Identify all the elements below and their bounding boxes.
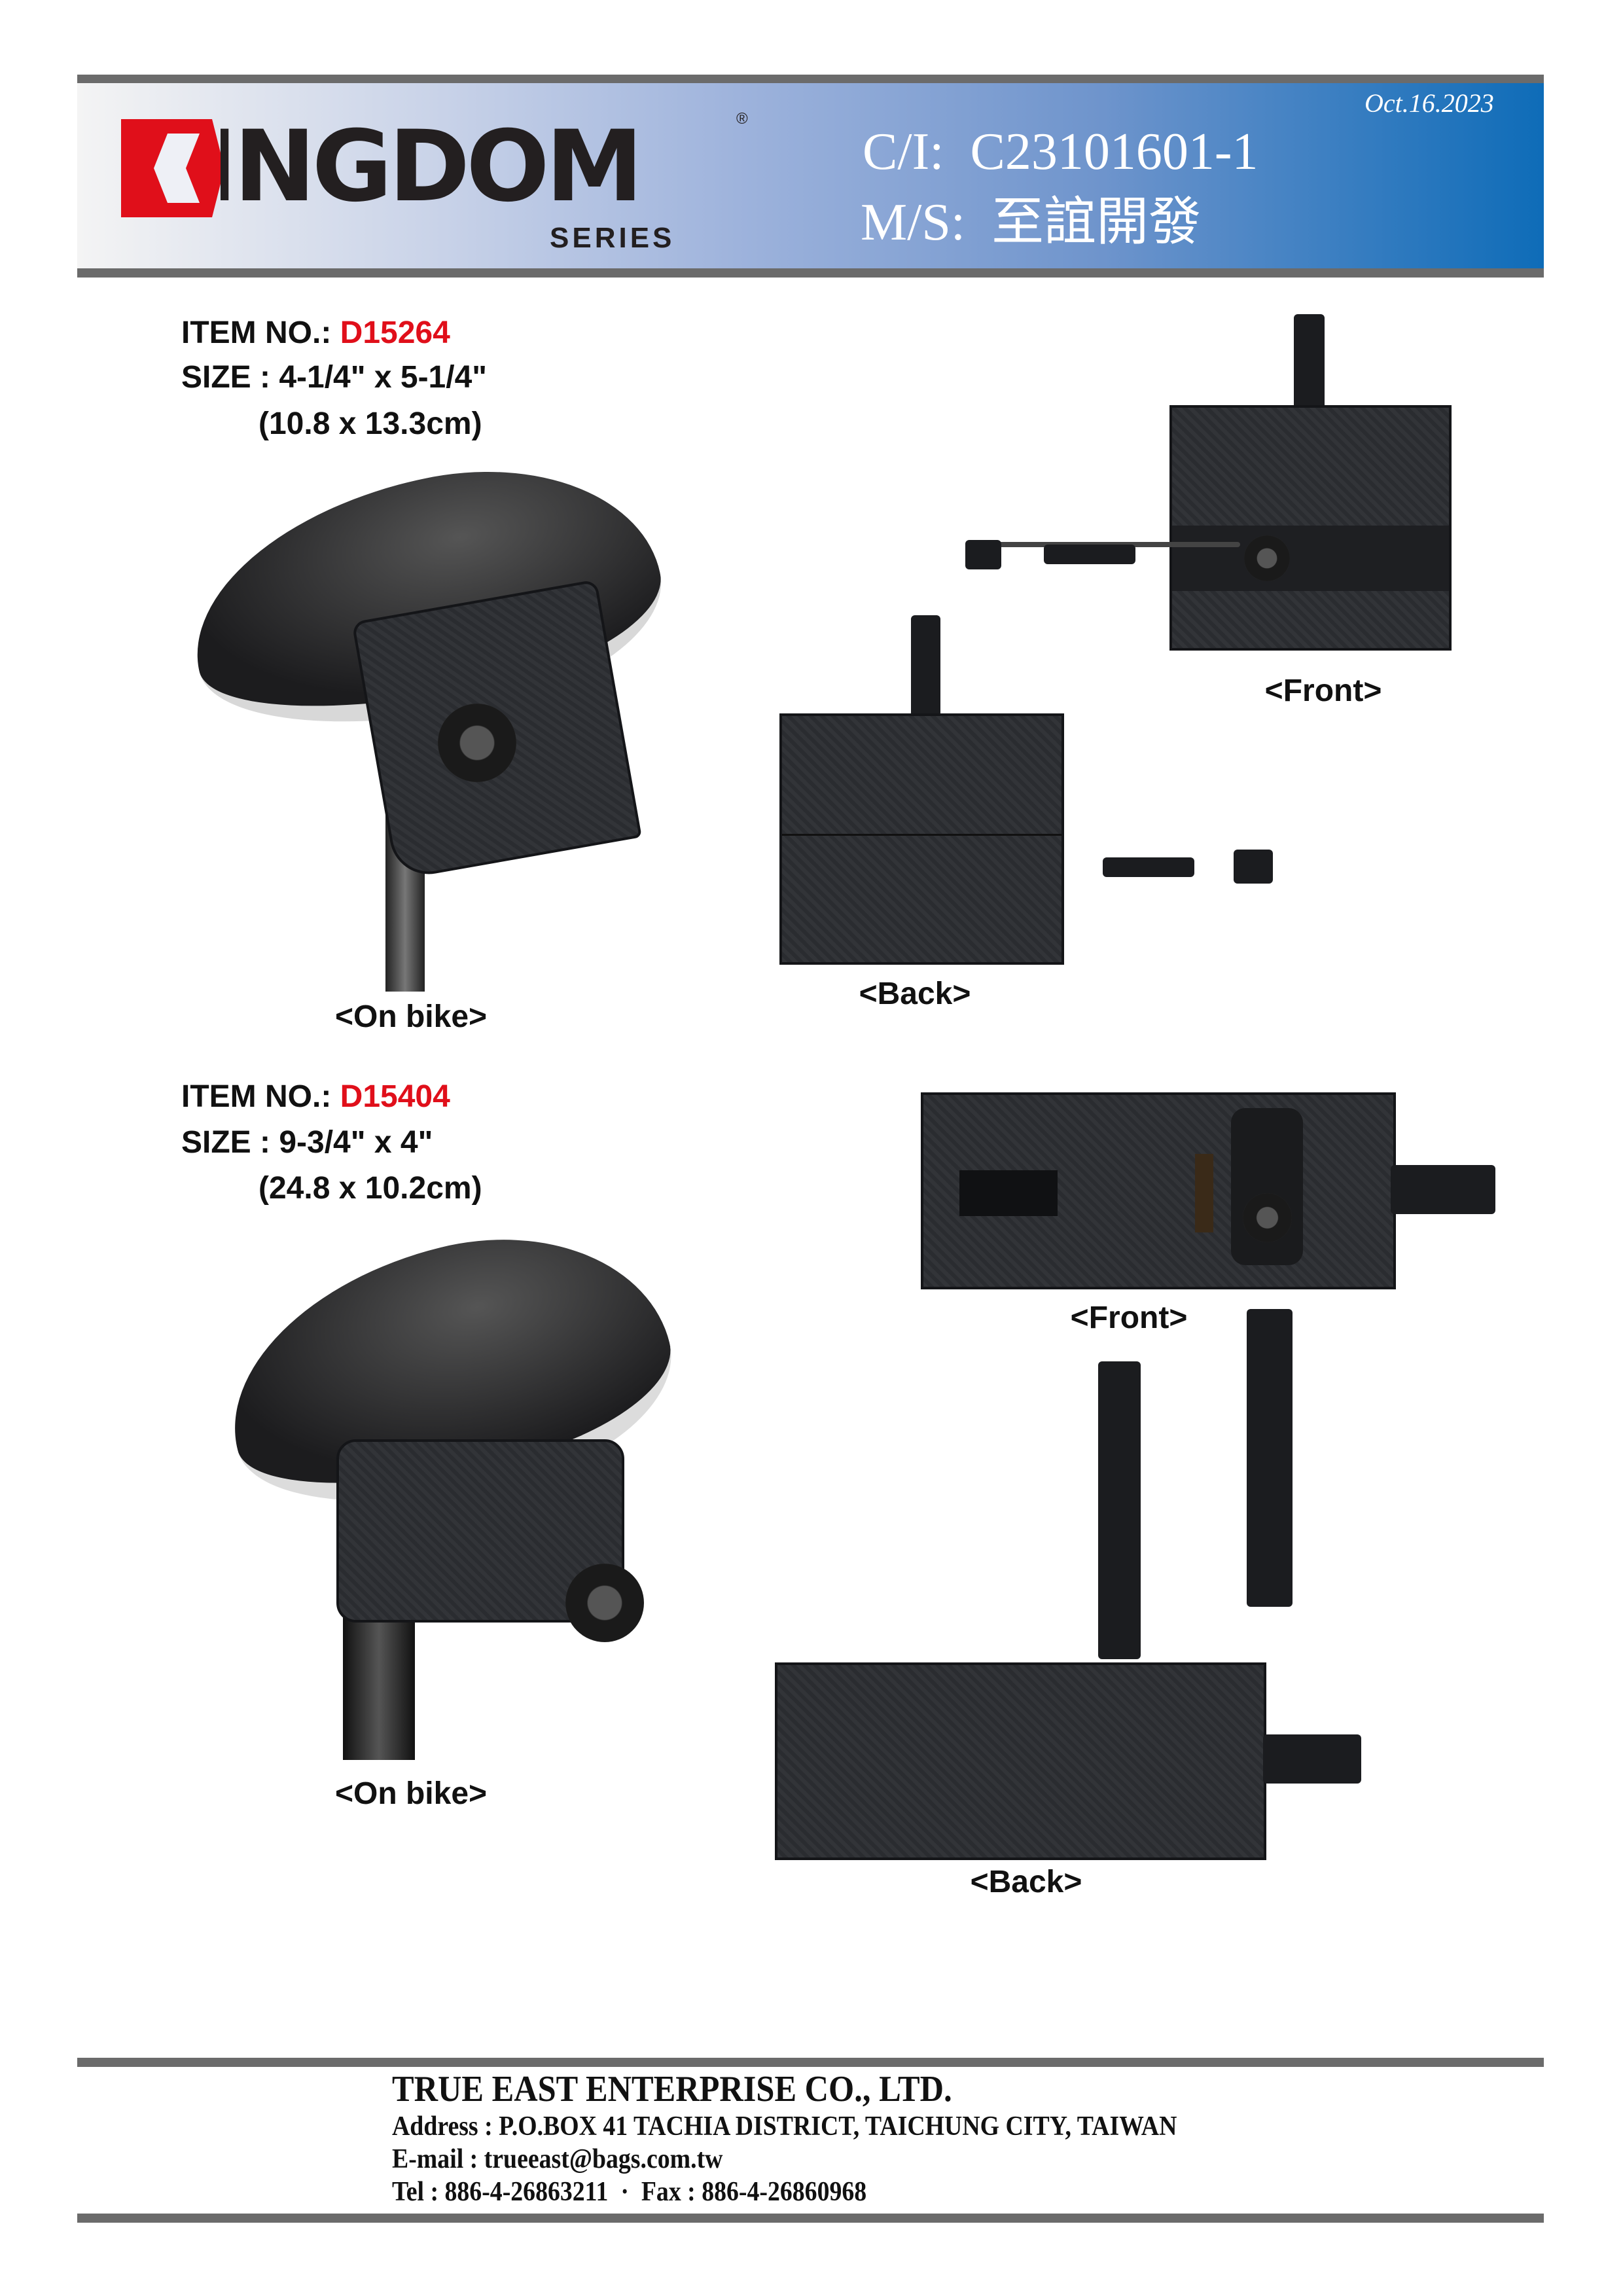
- tel: Tel : 886-4-26863211: [392, 2177, 609, 2207]
- label-back: <Back>: [970, 1865, 1082, 1899]
- item-size: SIZE : 4-1/4" x 5-1/4": [181, 360, 488, 395]
- item-number: ITEM NO.: D15264: [181, 317, 450, 349]
- item-label: ITEM NO.:: [181, 1079, 332, 1114]
- bag-back: [775, 1662, 1266, 1860]
- velcro-patch: [959, 1170, 1058, 1216]
- item-size-cm: (24.8 x 10.2cm): [259, 1171, 482, 1206]
- dial-knob: [438, 704, 516, 782]
- side-strap: [1263, 1734, 1361, 1784]
- ci-label: C/I:: [863, 123, 944, 181]
- item-no-value: D15404: [340, 1079, 450, 1114]
- velcro-strap: [1098, 1361, 1141, 1659]
- label-front: <Front>: [1070, 1300, 1188, 1335]
- item-no-value: D15264: [340, 315, 450, 350]
- company-name: TRUE EAST ENTERPRISE CO., LTD.: [392, 2069, 952, 2109]
- brand-series: SERIES: [550, 222, 675, 254]
- bag-front: [921, 1092, 1396, 1289]
- cord-hook: [965, 540, 1001, 569]
- side-strap: [1391, 1165, 1495, 1214]
- company-phone: Tel : 886-4-26863211 · Fax : 886-4-26860…: [392, 2178, 866, 2206]
- ci-value: C23101601-1: [970, 123, 1258, 181]
- dial-knob: [1244, 535, 1290, 581]
- ms-label: M/S:: [861, 194, 966, 251]
- brand-logo: KINGDOM ® SERIES: [121, 111, 762, 259]
- company-address: Address : P.O.BOX 41 TACHIA DISTRICT, TA…: [392, 2111, 1177, 2142]
- label-on-bike: <On bike>: [334, 999, 488, 1034]
- product-photo-on-bike: [202, 1199, 694, 1760]
- dial-knob: [1243, 1193, 1292, 1242]
- mount-strap: [911, 615, 940, 717]
- brand-wordmark: KINGDOM: [129, 118, 639, 216]
- item-size: SIZE : 9-3/4" x 4": [181, 1125, 433, 1160]
- bag-front: [1169, 405, 1452, 651]
- footer-bottom-bar: [77, 2214, 1544, 2223]
- header-top-bar: [77, 75, 1544, 84]
- ms-value: 至誼開發: [991, 194, 1202, 251]
- cord-hook: [1234, 850, 1273, 884]
- item-number: ITEM NO.: D15404: [181, 1081, 450, 1113]
- company-email: E-mail : trueeast@bags.com.tw: [392, 2145, 722, 2173]
- ebike-logo: [1195, 1154, 1213, 1232]
- footer-top-bar: [77, 2058, 1544, 2067]
- document-date: Oct.16.2023: [1364, 88, 1494, 118]
- cord-grip: [1103, 857, 1194, 877]
- label-on-bike: <On bike>: [334, 1776, 488, 1811]
- cord-grip: [1044, 545, 1135, 564]
- header-bottom-bar: [77, 268, 1544, 278]
- label-back: <Back>: [859, 977, 971, 1011]
- velcro-band: [1172, 526, 1449, 591]
- ms-customer: M/S: 至誼開發: [861, 196, 1201, 249]
- label-front: <Front>: [1264, 673, 1382, 708]
- header-band: [77, 83, 1544, 270]
- bag-back: [779, 713, 1064, 965]
- item-size-cm: (10.8 x 13.3cm): [259, 406, 482, 441]
- email-link[interactable]: E-mail : trueeast@bags.com.tw: [392, 2144, 723, 2174]
- ci-number: C/I: C23101601-1: [863, 126, 1258, 178]
- registered-mark: ®: [736, 110, 748, 128]
- seat-post: [343, 1609, 415, 1760]
- dial-knob: [565, 1564, 644, 1642]
- separator: ·: [620, 2177, 629, 2207]
- velcro-strap: [1247, 1309, 1293, 1607]
- pocket-seam: [782, 834, 1061, 836]
- fax: Fax : 886-4-26860968: [641, 2177, 867, 2207]
- item-label: ITEM NO.:: [181, 315, 332, 350]
- mount-strap: [1294, 314, 1325, 412]
- product-photo-on-bike: [169, 435, 680, 992]
